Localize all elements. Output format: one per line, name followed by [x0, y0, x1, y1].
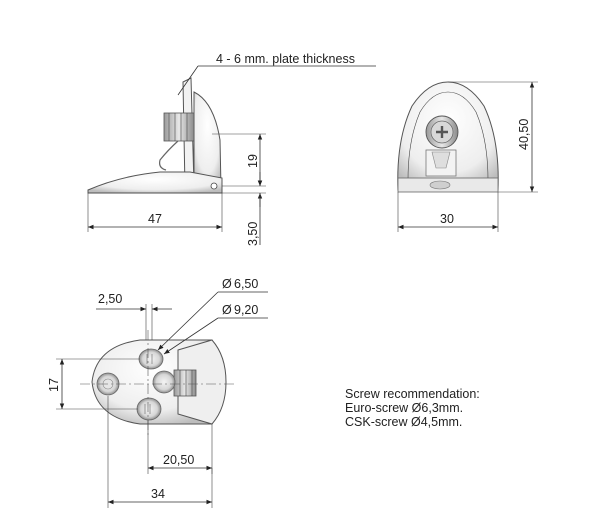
- dim-47: 47: [148, 212, 162, 226]
- dim-19: 19: [246, 154, 260, 168]
- hole-top: [138, 348, 164, 370]
- note-csk-screw: CSK-screw Ø4,5mm.: [345, 415, 462, 429]
- note-title: Screw recommendation:: [345, 387, 480, 401]
- dim-dia-9-20-symbol: Ø: [222, 303, 232, 317]
- dim-17: 17: [47, 378, 61, 392]
- plate-thickness-label: 4 - 6 mm. plate thickness: [216, 52, 355, 66]
- top-screw-stack: [173, 369, 197, 397]
- leader-9-20: [163, 317, 219, 355]
- screw-notes: Screw recommendation: Euro-screw Ø6,3mm.…: [345, 387, 480, 429]
- dim-dia-6-50-symbol: Ø: [222, 277, 232, 291]
- top-clamp: [177, 339, 227, 425]
- leader-6-50: [157, 291, 219, 351]
- note-euro-screw: Euro-screw Ø6,3mm.: [345, 401, 463, 415]
- dim-dia-9-20: 9,20: [234, 303, 258, 317]
- dim-34: 34: [151, 487, 165, 501]
- screw-assembly: [163, 112, 195, 142]
- dim-dia-6-50: 6,50: [234, 277, 258, 291]
- pivot-pin: [210, 182, 218, 190]
- side-view: 4 - 6 mm. plate thickness 19 3,50 47: [87, 52, 376, 246]
- plate-leader: [177, 65, 199, 96]
- top-view: 2,50 Ø 6,50 Ø 9,20 17 20,50 34: [47, 277, 268, 508]
- dim-40-50: 40,50: [517, 119, 531, 150]
- dim-20-50: 20,50: [163, 453, 194, 467]
- dim-30: 30: [440, 212, 454, 226]
- dim-3-50: 3,50: [246, 222, 260, 246]
- base-foot: [87, 171, 223, 194]
- front-view: 40,50 30: [397, 81, 538, 232]
- hole-bottom: [136, 397, 162, 421]
- spring-clip: [159, 140, 179, 171]
- dim-2-50: 2,50: [98, 292, 122, 306]
